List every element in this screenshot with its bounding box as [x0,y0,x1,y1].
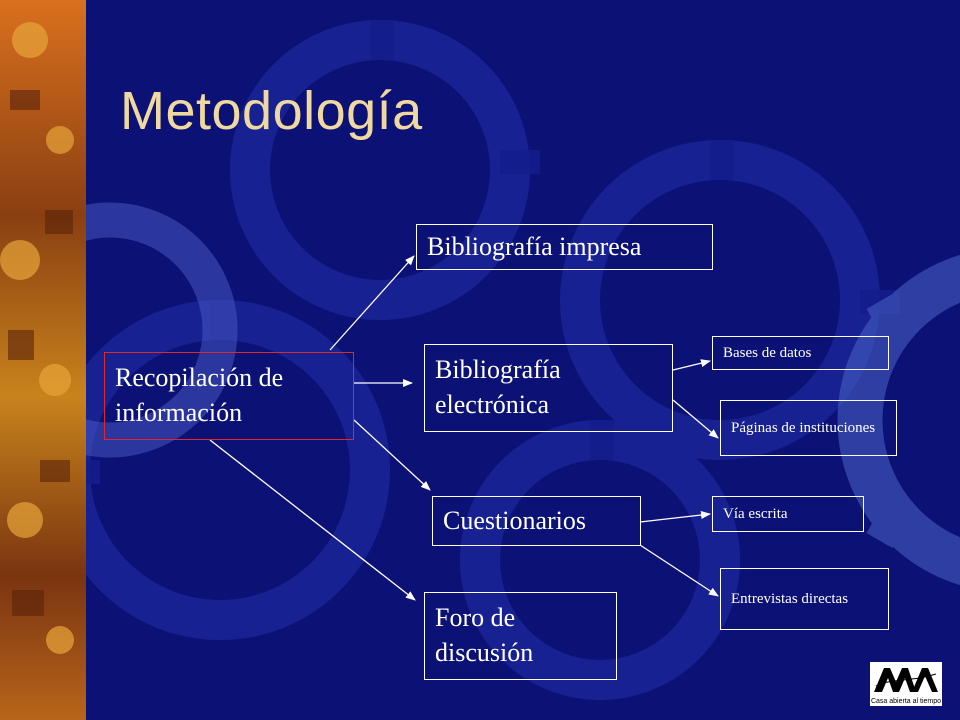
node-bases-de-datos: Bases de datos [712,336,889,370]
node-cuestionarios-label: Cuestionarios [443,505,586,535]
university-logo: Casa abierta al tiempo [870,662,942,706]
node-foro: Foro de discusión [424,592,617,680]
node-via-escrita-label: Vía escrita [723,505,788,522]
node-foro-label: Foro de discusión [435,603,534,667]
node-paginas-instituciones-label: Páginas de instituciones [731,419,876,436]
node-bibliografia-electronica-label: Bibliografía electrónica [435,355,561,419]
logo-caption: Casa abierta al tiempo [870,698,942,705]
node-recopilacion-label: Recopilación de información [115,363,284,427]
page-title: Metodología [120,81,423,141]
node-cuestionarios: Cuestionarios [432,496,641,546]
node-bibliografia-electronica: Bibliografía electrónica [424,344,673,432]
node-bases-de-datos-label: Bases de datos [723,344,812,361]
node-entrevistas-directas: Entrevistas directas [720,568,889,630]
logo-mark-icon [874,668,938,692]
node-paginas-instituciones: Páginas de instituciones [720,400,897,456]
node-bibliografia-impresa-label: Bibliografía impresa [427,231,642,261]
node-bibliografia-impresa: Bibliografía impresa [416,224,713,270]
node-entrevistas-directas-label: Entrevistas directas [731,590,849,607]
node-recopilacion: Recopilación de información [104,352,354,440]
node-via-escrita: Vía escrita [712,496,864,532]
